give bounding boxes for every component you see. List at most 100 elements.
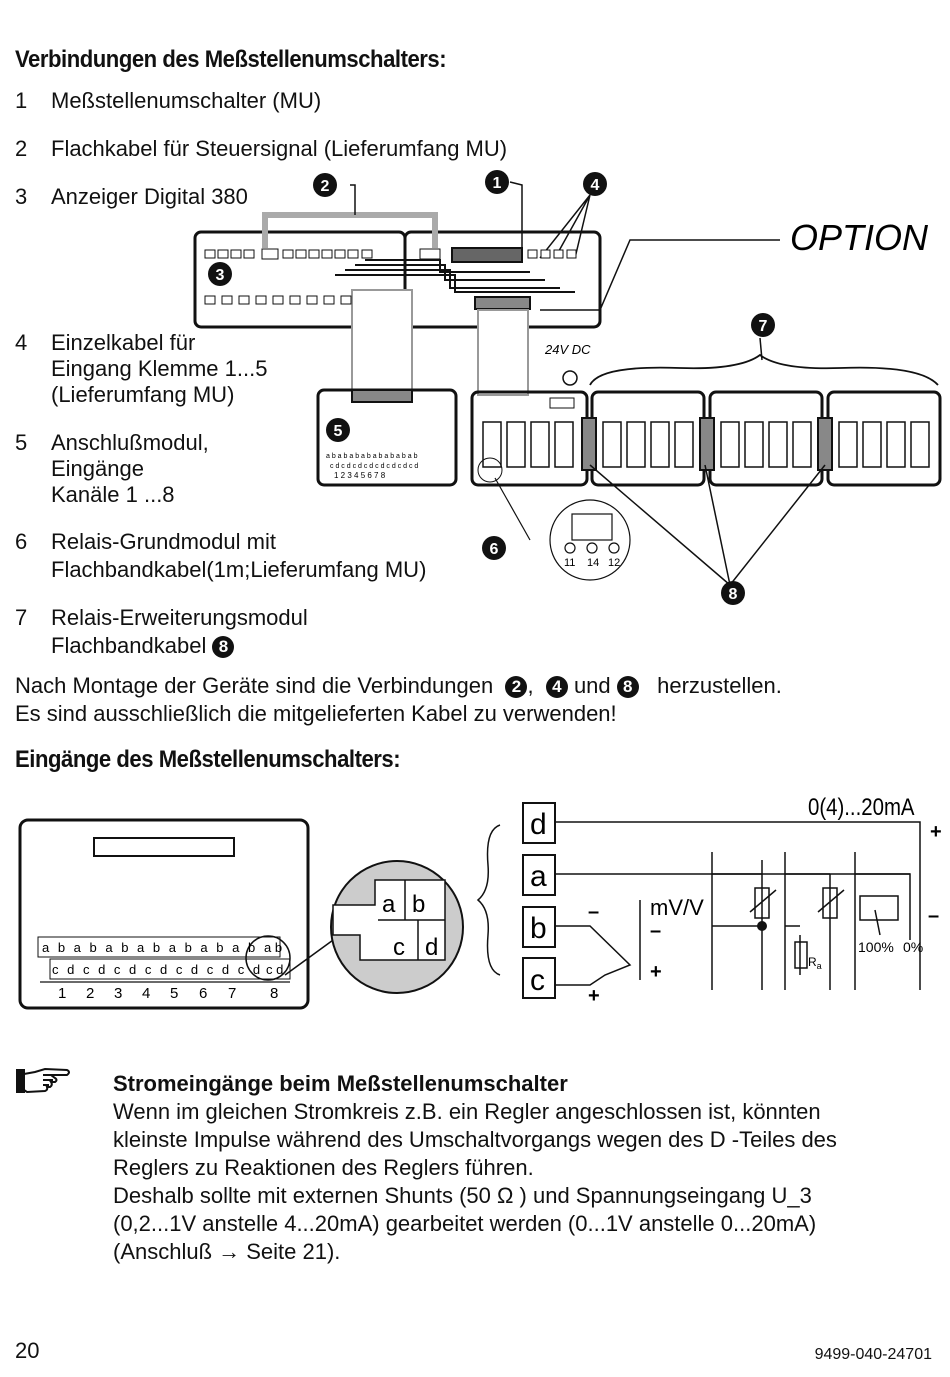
svg-text:4: 4: [142, 985, 150, 1002]
marker-1-icon: 1: [485, 170, 509, 194]
section2-heading: Eingänge des Meßstellenumschalters:: [15, 746, 401, 773]
marker-4-icon: 4: [545, 676, 568, 699]
list-item-5: 5 Anschlußmodul, Eingänge Kanäle 1 ...8: [15, 430, 209, 508]
pot-0: 0%: [903, 939, 923, 955]
note-line: (0,2...1V anstelle 4...20mA) gearbeitet …: [113, 1211, 817, 1236]
svg-text:8: 8: [729, 586, 738, 603]
item-number: 1: [15, 88, 28, 113]
svg-text:3: 3: [114, 985, 122, 1002]
list-item-2: 2 Flachkabel für Steuersignal (Lieferumfa…: [15, 136, 507, 162]
para-text: Nach Montage der Geräte sind die Verbind…: [15, 673, 494, 698]
item-text: (Lieferumfang MU): [51, 382, 235, 407]
note-line: Reglers zu Reaktionen des Reglers führen…: [113, 1155, 534, 1180]
svg-text:–: –: [650, 920, 661, 942]
module-row-nums: 1 2 3 4 5 6 7 8: [334, 471, 386, 480]
item-text: Relais-Erweiterungsmodul: [51, 605, 308, 630]
svg-text:4: 4: [591, 177, 600, 194]
zoom-a: a: [382, 891, 396, 918]
svg-text:+: +: [930, 821, 942, 843]
svg-text:5: 5: [334, 423, 343, 440]
svg-text:6: 6: [490, 541, 499, 558]
marker-7-icon: 7: [751, 313, 775, 337]
svg-text:8: 8: [270, 985, 278, 1002]
module-ch8-ab: a b: [264, 940, 282, 955]
connections-paragraph: Nach Montage der Geräte sind die Verbind…: [15, 673, 782, 726]
item-number: 2: [15, 136, 28, 161]
note-line: kleinste Impulse während des Umschaltvor…: [113, 1127, 837, 1152]
marker-4-icon: 4: [583, 172, 607, 196]
note-block: Stromeingänge beim Meßstellenumschalter …: [113, 1070, 837, 1266]
item-text: Kanäle 1 ...8: [51, 482, 175, 507]
svg-text:5: 5: [170, 985, 178, 1002]
note-title: Stromeingänge beim Meßstellenumschalter: [113, 1071, 568, 1096]
note-line: (Anschluß → Seite 21).: [113, 1239, 341, 1264]
list-item-1: 1 Meßstellenumschalter (MU): [15, 88, 321, 114]
relay-terminal: 14: [587, 557, 599, 569]
pot-100: 100%: [858, 939, 894, 955]
module-ch8-cd: c d: [266, 962, 283, 977]
note-line: Wenn im gleichen Stromkreis z.B. ein Reg…: [113, 1099, 821, 1124]
list-item-7: 7 Relais-Erweiterungsmodul Flachbandkabel…: [15, 604, 308, 660]
marker-2-icon: 2: [313, 173, 337, 197]
note-line: Deshalb sollte mit externen Shunts (50 Ω…: [113, 1183, 812, 1208]
item-text: Meßstellenumschalter (MU): [51, 88, 322, 113]
terminal-c: c: [530, 964, 545, 997]
item-number: 4: [15, 330, 28, 355]
svg-text:7: 7: [759, 318, 768, 335]
section1-heading: Verbindungen des Meßstellenumschalters:: [15, 46, 447, 73]
zoom-c: c: [393, 934, 405, 961]
zoom-d: d: [425, 934, 438, 961]
ra-label: Ra: [808, 955, 822, 971]
marker-8-icon: 8: [721, 581, 745, 605]
item-number: 3: [15, 184, 28, 209]
marker-8-icon: 8: [616, 676, 639, 699]
item-text: Anschlußmodul,: [51, 430, 209, 455]
item-text: Einzelkabel für: [51, 330, 196, 355]
svg-text:1: 1: [493, 175, 502, 192]
svg-text:2: 2: [321, 178, 330, 195]
item-text: Anzeiger Digital 380: [51, 184, 248, 209]
terminal-a: a: [530, 860, 547, 893]
svg-text:+: +: [588, 985, 600, 1007]
marker-3-icon: 3: [208, 262, 232, 286]
document-id: 9499-040-24701: [814, 1346, 932, 1363]
module-row-cd: c d c d c d c d c d c d c d: [52, 962, 263, 977]
item-number: 6: [15, 529, 28, 554]
svg-text:2: 2: [86, 985, 94, 1002]
item-number: 5: [15, 430, 28, 455]
pointing-hand-icon: [16, 1067, 70, 1094]
module-row-cd: c d c d c d c d c d c d c d c d: [330, 463, 418, 470]
channel-numbers: 1 2 3 4 5 6 7 8: [58, 985, 278, 1002]
wiring-diagram: OPTION 24V DC 2 1 4 3 7 5 6 8 11 14 12 a…: [193, 170, 942, 605]
supply-label: 24V DC: [544, 342, 591, 357]
current-label: 0(4)...20mA: [808, 793, 915, 820]
item-text: Flachkabel für Steuersignal (Lieferumfan…: [51, 136, 508, 161]
list-item-6: 6 Relais-Grundmodul mit Flachbandkabel(1m…: [15, 528, 426, 584]
svg-text:3: 3: [216, 267, 225, 284]
terminal-d: d: [530, 808, 547, 841]
list-item-4: 4 Einzelkabel für Eingang Klemme 1...5 (L…: [15, 330, 267, 408]
svg-text:–: –: [588, 901, 599, 923]
marker-2-icon: 2: [505, 676, 528, 699]
list-item-3: 3 Anzeiger Digital 380: [15, 184, 248, 210]
para-text: Es sind ausschließlich die mitgelieferte…: [15, 701, 617, 726]
module-row-ab: a b a b a b a b a b a b a b a b: [326, 453, 418, 460]
inputs-diagram: a b a b a b a b a b a b a b a b c d c d …: [18, 793, 942, 1010]
item-number: 7: [15, 605, 28, 630]
relay-terminal: 12: [608, 557, 620, 569]
mv-label: mV/V: [650, 895, 704, 920]
svg-text:+: +: [650, 961, 662, 983]
svg-text:6: 6: [199, 985, 207, 1002]
svg-text:7: 7: [228, 985, 236, 1002]
item-text: Eingang Klemme 1...5: [51, 356, 268, 381]
item-text: Relais-Grundmodul mit: [51, 529, 276, 554]
zoom-b: b: [412, 891, 425, 918]
item-text: Eingänge: [51, 456, 144, 481]
page-number: 20: [15, 1338, 40, 1363]
marker-5-icon: 5: [326, 418, 350, 442]
item-text: Flachbandkabel(1m;Lieferumfang MU): [51, 557, 427, 582]
polarity-signs: + – – + – +: [588, 821, 942, 1007]
option-label: OPTION: [790, 217, 929, 258]
marker-6-icon: 6: [482, 536, 506, 560]
item-text: Flachbandkabel: [51, 633, 207, 658]
